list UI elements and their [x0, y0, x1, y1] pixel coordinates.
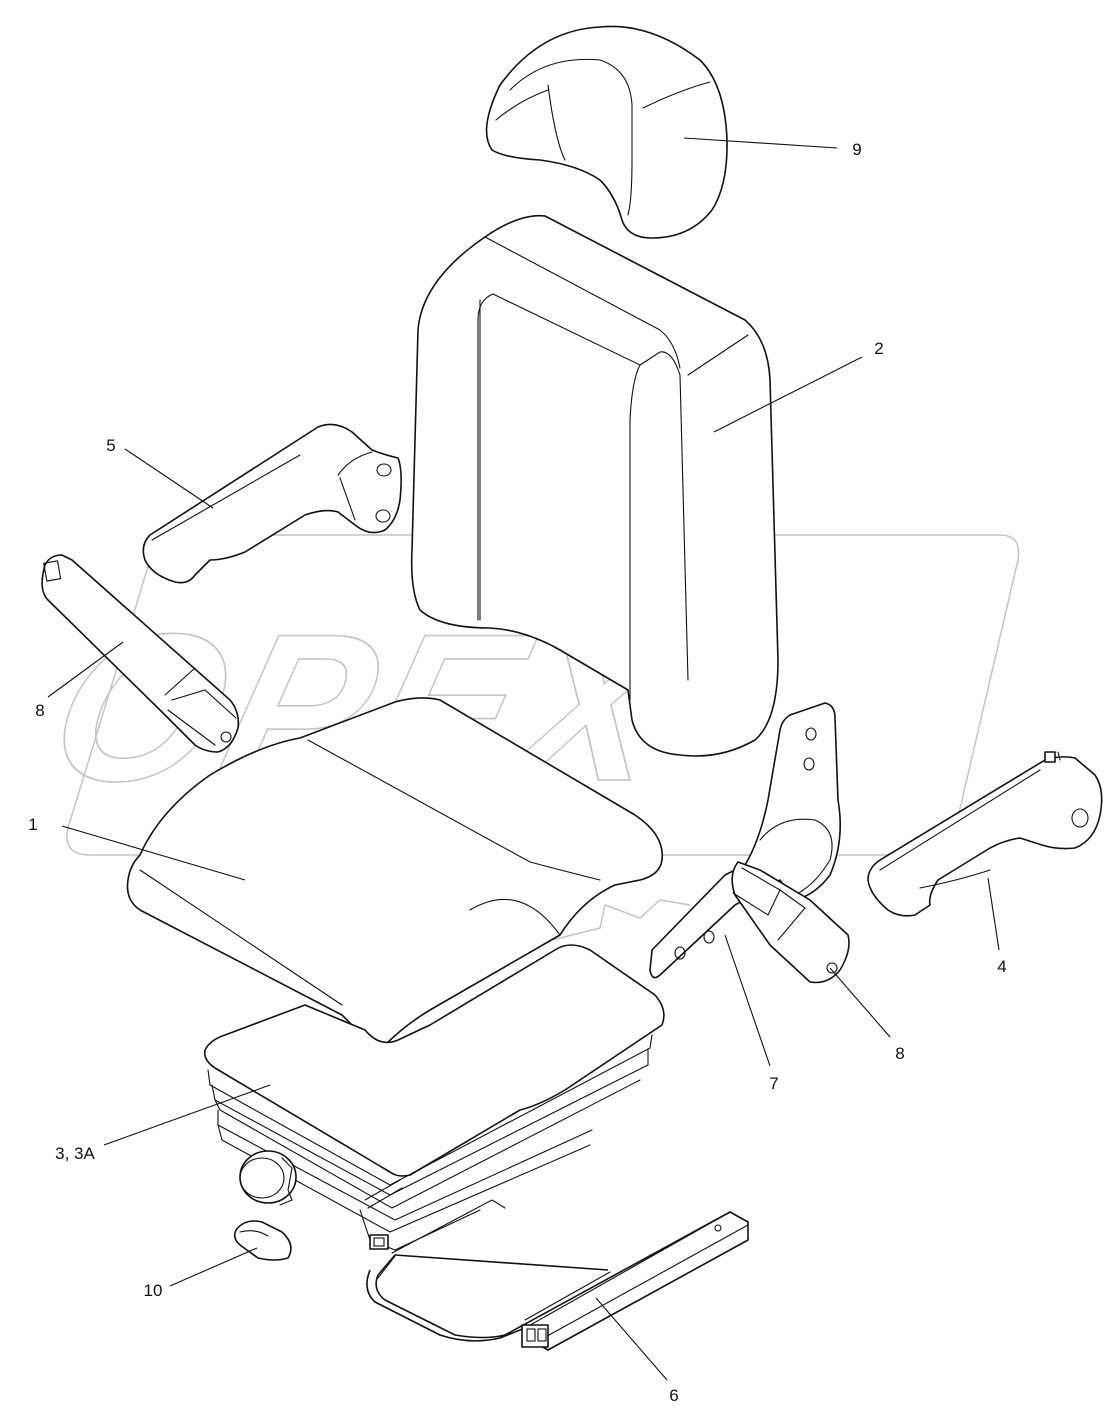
leader-7 [724, 934, 771, 1067]
leader-8a [47, 641, 124, 698]
leader-4 [987, 877, 1000, 951]
armrest-part-5 [142, 423, 402, 584]
leader-6 [595, 1297, 668, 1381]
seat-cushion-part-1 [126, 697, 664, 1048]
knob-cap-part-10 [233, 1220, 292, 1261]
callout-6: 6 [669, 1386, 678, 1405]
leader-lines [47, 137, 1000, 1381]
callout-1: 1 [28, 815, 37, 834]
callout-labels: 1 2 3, 3A 4 5 6 7 8 8 9 10 [28, 140, 1006, 1405]
leader-1 [61, 825, 246, 881]
leader-9 [683, 137, 838, 149]
leader-5 [124, 448, 214, 509]
adjust-knob [239, 1150, 297, 1206]
callout-2: 2 [874, 339, 883, 358]
bracket-part-7 [649, 702, 842, 979]
suspension-part-3 [203, 944, 665, 1251]
backrest-part-2 [410, 214, 779, 757]
headrest-part-9 [485, 25, 728, 239]
callout-4: 4 [997, 957, 1006, 976]
armrest-part-4 [867, 751, 1103, 917]
leader-3 [103, 1084, 271, 1146]
callout-8-left: 8 [35, 701, 44, 720]
leader-8b [829, 967, 891, 1038]
callout-8-right: 8 [895, 1044, 904, 1063]
leader-10 [169, 1247, 258, 1287]
callout-7: 7 [769, 1074, 778, 1093]
seatbelt-part-8-left [41, 554, 240, 753]
callout-3-3a: 3, 3A [55, 1144, 95, 1163]
callout-10: 10 [144, 1281, 163, 1300]
seatbelt-part-8-right [731, 861, 850, 984]
callout-5: 5 [106, 436, 115, 455]
leader-2 [713, 356, 863, 433]
callout-9: 9 [852, 140, 861, 159]
slide-rail-part-6 [366, 1199, 749, 1351]
